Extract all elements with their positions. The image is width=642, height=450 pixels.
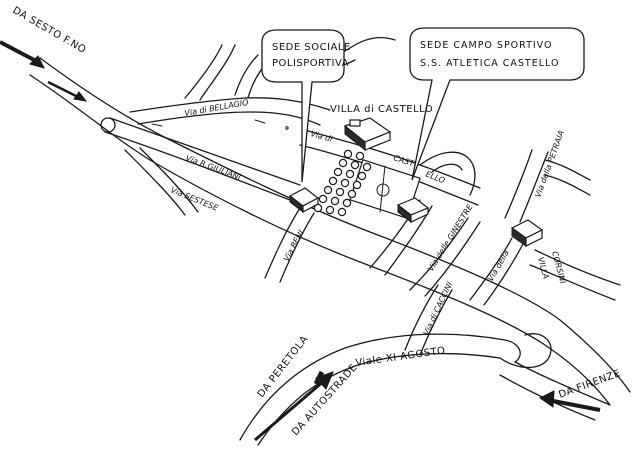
campo-line1: SEDE CAMPO SPORTIVO bbox=[420, 40, 553, 51]
tree bbox=[357, 171, 367, 181]
direction-arrows bbox=[0, 40, 601, 442]
traffic-mark-2 bbox=[254, 119, 266, 124]
via-beni-road-left bbox=[264, 207, 301, 279]
street-castello-c: ELLO bbox=[424, 170, 446, 186]
tree bbox=[338, 158, 348, 168]
tree bbox=[325, 205, 335, 215]
via-ginestre-road-right bbox=[424, 221, 481, 297]
arrow-from-autostrade bbox=[254, 370, 334, 442]
north-road-a-left bbox=[184, 44, 223, 99]
east-road-bottom bbox=[529, 264, 616, 301]
via-giuliani-road-top bbox=[109, 117, 301, 186]
sede-sociale-line1: SEDE SOCIALE bbox=[272, 42, 351, 53]
street-giuliani: Via R.GIULIANI bbox=[184, 153, 242, 182]
tree bbox=[355, 151, 365, 161]
arrow-from-firenze bbox=[539, 390, 601, 412]
tree bbox=[362, 162, 372, 172]
dot-mark bbox=[285, 126, 289, 130]
roundabout-left bbox=[100, 117, 116, 133]
sports-field-midline bbox=[379, 165, 386, 213]
campo-line2: S.S. ATLETICA CASTELLO bbox=[420, 58, 559, 69]
campo-building bbox=[396, 197, 430, 224]
tree bbox=[313, 203, 323, 213]
tree bbox=[340, 178, 350, 188]
east-road-top bbox=[534, 249, 621, 286]
xi-agosto-east-a bbox=[514, 361, 611, 406]
tree bbox=[337, 207, 347, 217]
tree bbox=[345, 169, 355, 179]
via-caccini-road-right bbox=[419, 289, 453, 356]
tree bbox=[333, 167, 343, 177]
tree bbox=[318, 194, 328, 204]
via-della-road-left bbox=[469, 237, 513, 301]
direction-peretola: DA PERETOLA bbox=[256, 334, 311, 400]
via-giuliani-road-bottom bbox=[104, 131, 291, 201]
street-xi-agosto: Viale XI AGOSTO bbox=[355, 345, 446, 369]
villa-castello-label: VILLA di CASTELLO bbox=[330, 104, 433, 115]
street-ginestre: Via delle GINESTRE bbox=[426, 202, 475, 273]
street-della: Via della bbox=[486, 249, 511, 283]
callout-campo-sportivo: SEDE CAMPO SPORTIVO S.S. ATLETICA CASTEL… bbox=[409, 27, 585, 181]
villa-corsini-label-2: CORSINI bbox=[550, 250, 567, 285]
tree bbox=[350, 160, 360, 170]
street-sestese: Via SESTESE bbox=[169, 186, 220, 214]
road-network bbox=[29, 37, 631, 446]
campo-loop-road bbox=[419, 151, 476, 196]
left-lower-road-a bbox=[124, 149, 186, 216]
viale-xi-agosto-top bbox=[239, 333, 521, 441]
street-petraia: Via della PETRAIA bbox=[533, 129, 566, 198]
callout-sede-sociale: SEDE SOCIALE POLISPORTIVA bbox=[261, 29, 351, 183]
via-della-road-right bbox=[483, 241, 525, 306]
tree bbox=[323, 185, 333, 195]
arrow-from-sesto bbox=[0, 40, 88, 102]
tree bbox=[335, 187, 345, 197]
sports-field-circle bbox=[376, 183, 390, 197]
tree bbox=[347, 189, 357, 199]
street-castello-a: Via di bbox=[309, 129, 334, 144]
tree bbox=[343, 149, 353, 159]
petraia-spur-b bbox=[544, 174, 591, 196]
sede-sociale-line2: POLISPORTIVA bbox=[272, 58, 349, 69]
via-petraia-road-right bbox=[519, 151, 549, 223]
tree bbox=[352, 180, 362, 190]
street-castello-b: CAST bbox=[392, 153, 416, 168]
via-caccini-road-left bbox=[404, 284, 439, 351]
traffic-mark-1 bbox=[151, 123, 163, 127]
tree bbox=[342, 198, 352, 208]
via-petraia-road-left bbox=[504, 149, 533, 219]
via-beni-road-right bbox=[279, 212, 315, 283]
sede-sociale-building bbox=[288, 187, 320, 214]
villa-castello-building bbox=[343, 117, 392, 152]
tree-rows bbox=[313, 149, 372, 217]
viale-xi-agosto-bottom bbox=[257, 352, 501, 446]
north-road-a-right bbox=[199, 44, 236, 101]
tree bbox=[328, 176, 338, 186]
via-bellagio-road-bottom bbox=[137, 111, 321, 126]
xi-agosto-loop bbox=[499, 333, 552, 369]
left-lower-road-b bbox=[139, 147, 199, 213]
tree bbox=[330, 196, 340, 206]
north-road-b-left bbox=[234, 54, 259, 96]
direction-sesto: DA SESTO F.NO bbox=[11, 5, 88, 56]
campo-loop-inner bbox=[431, 163, 463, 173]
villa-corsini-building bbox=[510, 219, 544, 247]
petraia-spur bbox=[544, 159, 591, 181]
via-sestese-road-top bbox=[39, 57, 631, 393]
via-ginestre-road-left bbox=[409, 217, 469, 291]
buildings bbox=[288, 117, 544, 247]
